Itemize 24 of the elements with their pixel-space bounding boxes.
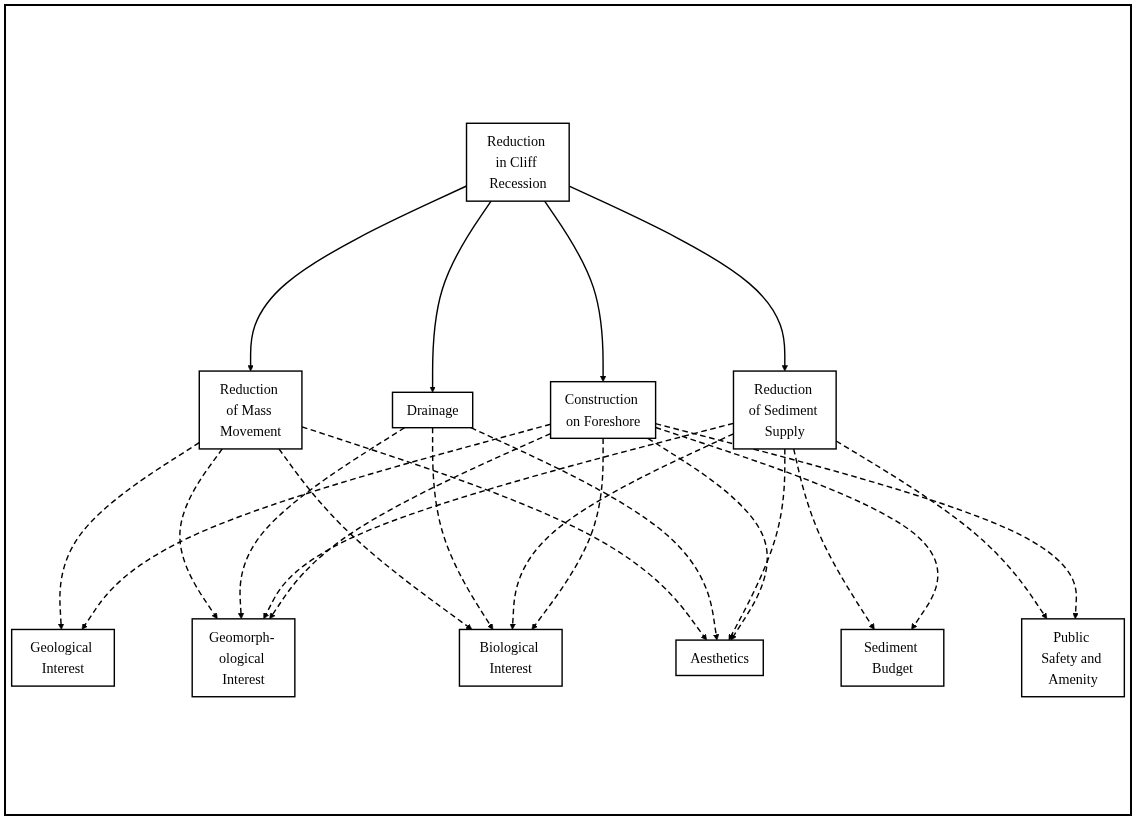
node-box: Public Safety and Amenity	[1020, 618, 1126, 698]
node-box: Reduction in Cliff Recession	[465, 122, 570, 202]
node-box: Aesthetics	[675, 639, 764, 677]
node-box: Reduction of Sediment Supply	[732, 370, 837, 450]
node-box: Construction on Foreshore	[549, 380, 657, 440]
node-box: Drainage	[391, 391, 474, 429]
arrow	[470, 427, 720, 641]
node-box: Reduction of Mass Movement	[198, 370, 303, 450]
node-box: Geomorph- ological Interest	[191, 618, 296, 698]
arrow	[57, 441, 200, 630]
node-box: Geological Interest	[10, 628, 116, 687]
arrow	[179, 448, 223, 620]
arrow	[431, 427, 494, 630]
arrow	[429, 200, 492, 393]
arrow	[278, 448, 473, 630]
arrow	[543, 200, 607, 382]
arrow	[793, 448, 875, 630]
arrow	[237, 427, 406, 620]
arrow	[531, 437, 604, 630]
node-box: Biological Interest	[458, 628, 563, 687]
arrow	[301, 426, 707, 641]
arrow	[647, 437, 768, 641]
node-box: Sediment Budget	[840, 628, 945, 687]
arrow	[728, 448, 786, 641]
